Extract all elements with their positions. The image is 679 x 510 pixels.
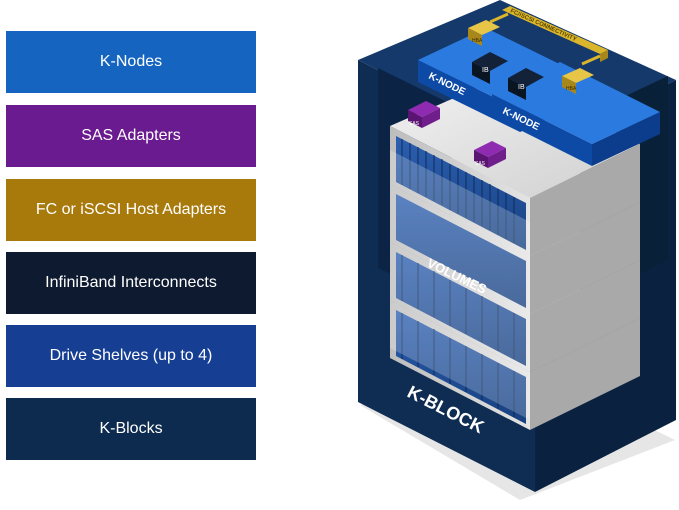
sas-adapter-1-label: SAS <box>409 121 420 127</box>
k-block-illustration: VOLUMES K-NODE K-NODE IB IB FC/iSCSI CON… <box>358 0 676 500</box>
legend-item-drive-shelves: Drive Shelves (up to 4) <box>6 325 256 387</box>
volumes-overlay <box>390 150 530 420</box>
legend-item-k-nodes: K-Nodes <box>6 31 256 93</box>
drive-bay-stripes <box>401 139 515 417</box>
legend-item-k-blocks: K-Blocks <box>6 398 256 460</box>
legend-label-k-blocks: K-Blocks <box>99 420 163 437</box>
legend-label-sas-adapters: SAS Adapters <box>81 127 181 144</box>
infiniband-1-label: IB <box>482 67 489 74</box>
legend-label-infiniband: InfiniBand Interconnects <box>45 274 217 291</box>
legend-label-drive-shelves: Drive Shelves (up to 4) <box>49 347 213 364</box>
hba-2-label: HBA <box>566 86 577 92</box>
hba-1-label: HBA <box>472 38 483 44</box>
legend-item-sas-adapters: SAS Adapters <box>6 105 256 167</box>
sas-adapter-2-label: SAS <box>475 161 486 167</box>
sas-adapter-1: SAS <box>408 101 440 128</box>
infiniband-2-label: IB <box>518 84 525 91</box>
legend-item-host-adapters: FC or iSCSI Host Adapters <box>6 179 256 241</box>
sas-adapter-2: SAS <box>474 141 506 168</box>
hba-1: HBA <box>468 20 500 46</box>
k-block-diagram: VOLUMES K-NODE K-NODE IB IB FC/iSCSI CON… <box>330 0 679 510</box>
hba-2: HBA <box>562 68 594 94</box>
legend-label-host-adapters: FC or iSCSI Host Adapters <box>35 201 227 218</box>
infiniband-1: IB <box>472 52 508 84</box>
legend-label-k-nodes: K-Nodes <box>99 53 163 70</box>
infiniband-2: IB <box>508 68 544 100</box>
drive-shelf-1 <box>390 78 640 256</box>
legend-item-infiniband: InfiniBand Interconnects <box>6 252 256 314</box>
